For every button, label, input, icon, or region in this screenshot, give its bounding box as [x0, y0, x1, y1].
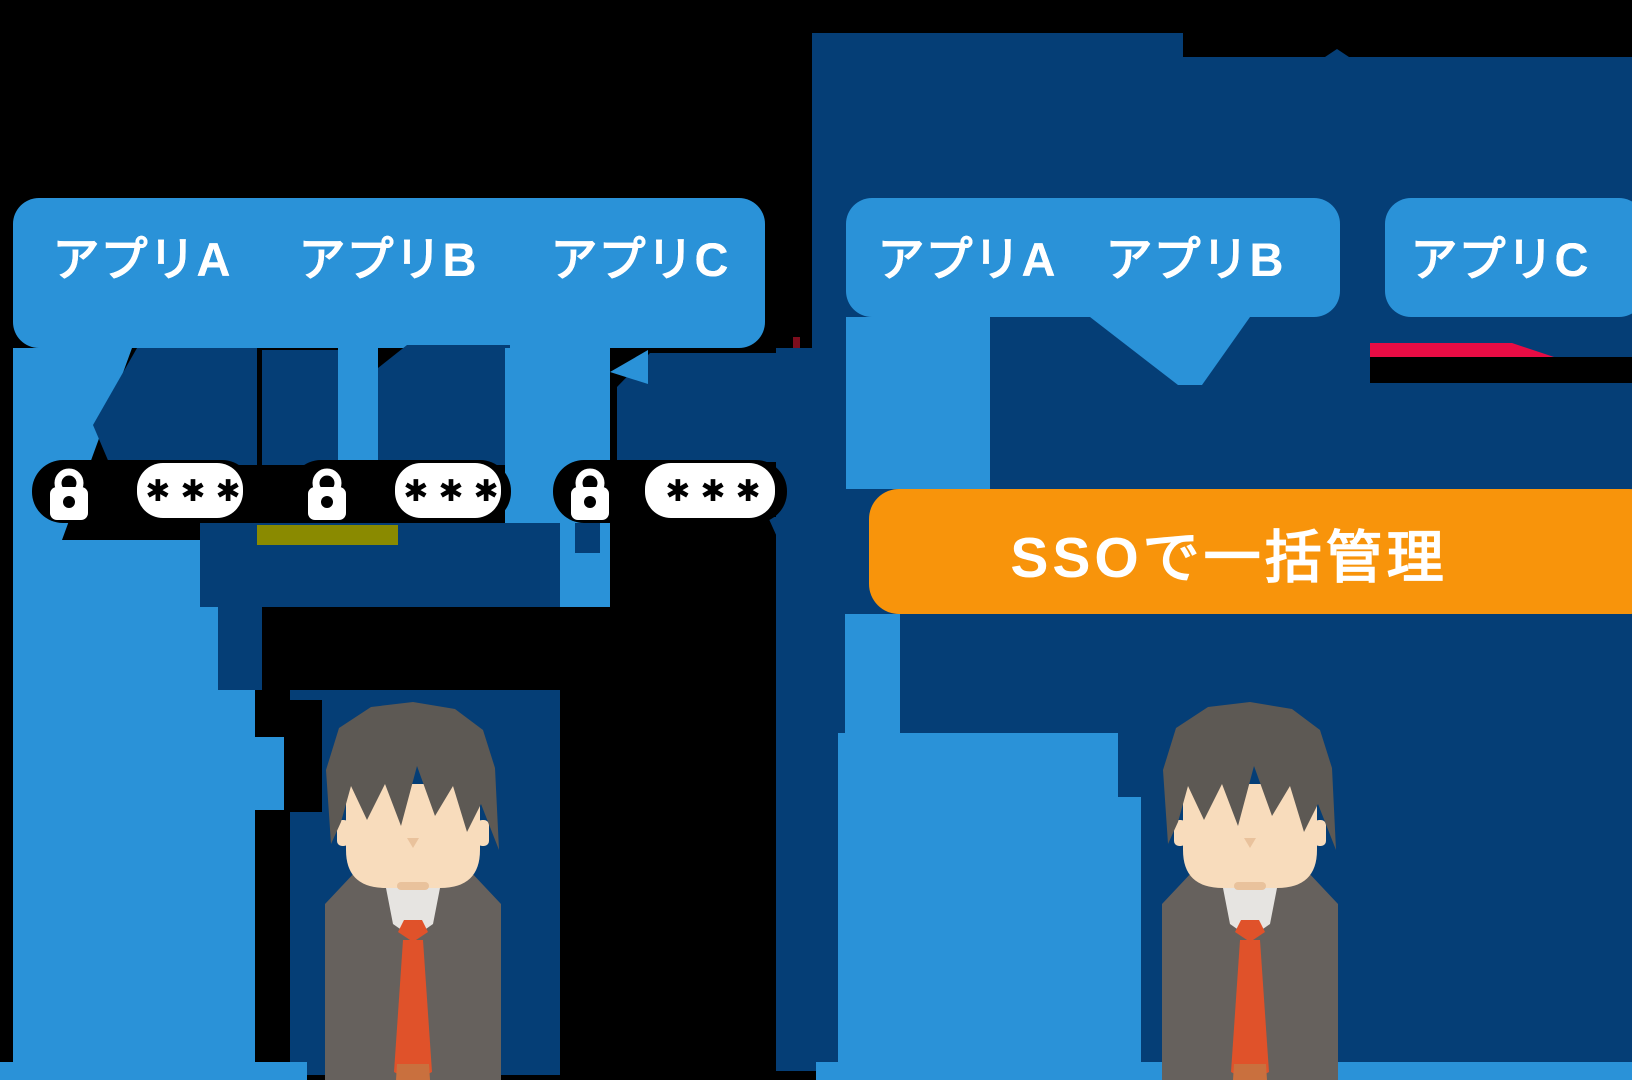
left-apps-bar	[13, 198, 765, 348]
tie	[394, 940, 432, 1080]
left-app-b-label: アプリB	[298, 232, 478, 286]
ear-left	[1174, 820, 1186, 846]
ear-left	[337, 820, 349, 846]
right-apps-box-ab	[846, 198, 1340, 317]
nose	[407, 838, 419, 848]
chin-shadow	[397, 882, 429, 890]
businessman-left	[325, 702, 501, 1080]
password-pill-c	[553, 460, 787, 523]
businessman-right	[1162, 702, 1338, 1080]
light-gap-wedge	[338, 348, 378, 465]
password-mask-a: ✱✱✱	[145, 474, 251, 508]
olive-fragment	[257, 525, 398, 545]
arrow-app-c-notch	[610, 350, 648, 384]
right-app-a-label: アプリA	[877, 232, 1057, 286]
password-mask-b: ✱✱✱	[403, 474, 509, 508]
arrow-app-b-left	[262, 350, 338, 465]
right-box-tail	[1090, 317, 1250, 385]
face	[1183, 784, 1317, 888]
right-light-column-lower	[845, 614, 900, 733]
ear-right	[1314, 820, 1326, 846]
left-funnel-step	[218, 607, 262, 690]
left-app-a-label: アプリA	[52, 232, 232, 286]
face	[346, 784, 480, 888]
password-pill-b	[290, 460, 511, 523]
bottom-strip-left	[0, 1062, 307, 1080]
nose	[1244, 838, 1256, 848]
ear-right	[477, 820, 489, 846]
left-app-c-label: アプリC	[550, 232, 730, 286]
arrow-app-a	[93, 348, 257, 465]
password-field	[137, 463, 243, 518]
left-funnel-cut	[284, 700, 322, 812]
tie-knot	[398, 920, 428, 942]
password-field	[395, 463, 501, 518]
tie-tip	[1233, 1064, 1267, 1080]
right-apps-box-c	[1385, 198, 1632, 317]
left-bubble-body	[13, 348, 255, 1080]
password-field	[645, 463, 775, 518]
right-app-b-label: アプリB	[1105, 232, 1285, 286]
maroon-speck	[793, 337, 800, 348]
arrow-app-c	[617, 353, 812, 462]
tie	[1231, 940, 1269, 1080]
right-light-column-upper	[846, 317, 990, 489]
hair	[1163, 702, 1336, 850]
tie-knot	[1235, 920, 1265, 942]
chin-shadow	[1234, 882, 1266, 890]
right-light-block	[838, 733, 1141, 1062]
red-fragment	[1370, 343, 1554, 357]
hair	[326, 702, 499, 850]
left-small-navy-chip	[575, 523, 600, 553]
sso-banner	[869, 489, 1632, 614]
left-bubble-step	[255, 737, 284, 810]
password-mask-c: ✱✱✱	[665, 474, 771, 508]
right-backdrop-slit	[1370, 357, 1632, 383]
arrow-app-b-right	[378, 345, 510, 465]
right-app-c-label: アプリC	[1410, 232, 1590, 286]
sso-banner-label: SSOで一括管理	[1010, 526, 1448, 590]
tie-tip	[396, 1064, 430, 1080]
password-pill-a	[32, 460, 253, 523]
